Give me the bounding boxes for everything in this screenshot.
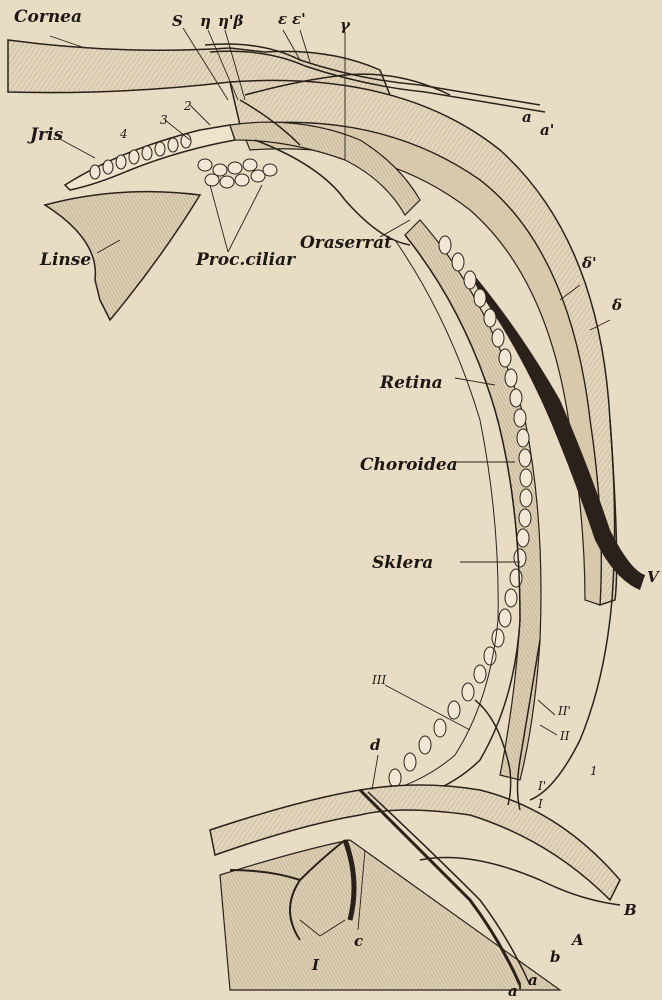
optic-nerve-sheath [220, 840, 560, 990]
label-linse: Linse [39, 250, 91, 270]
label-c: c [354, 932, 363, 950]
label-III: III [371, 673, 386, 687]
label-delta-prime: δ' [581, 254, 597, 272]
label-ora-serrat: Oraserrat [300, 233, 392, 253]
label-d: d [370, 736, 381, 754]
label-choroidea: Choroidea [360, 455, 458, 475]
label-sklera: Sklera [372, 553, 433, 573]
label-3: 3 [160, 113, 168, 127]
label-retina: Retina [379, 373, 443, 393]
label-a-top: a [522, 108, 532, 126]
label-A: A [570, 931, 584, 949]
label-iris: Jris [27, 125, 63, 145]
label-cornea: Cornea [14, 7, 82, 27]
label-2: 2 [183, 99, 192, 113]
ciliary-process-loops [198, 159, 277, 188]
label-eta: η [200, 12, 211, 30]
label-4: 4 [119, 127, 128, 141]
label-a-prime-top: a' [540, 121, 554, 139]
label-I-small: I [537, 797, 543, 811]
label-epsilon-prime: ε' [292, 10, 306, 28]
label-a-prime-bottom: a' [508, 982, 522, 1000]
choroid-shape [240, 122, 601, 605]
label-a-bottom: a [528, 971, 538, 989]
label-I-bottom: I [311, 956, 320, 974]
label-delta: δ [611, 296, 622, 314]
label-I-prime: I' [537, 779, 546, 793]
label-1: 1 [590, 764, 598, 778]
label-S: S [172, 12, 183, 30]
label-B: B [623, 901, 637, 919]
label-II: II [559, 729, 570, 743]
label-epsilon: ε [278, 10, 287, 28]
label-eta-prime-beta: η'β [218, 12, 243, 30]
label-proc-ciliar: Proc.ciliar [195, 250, 296, 270]
label-II-prime: II' [557, 704, 571, 718]
label-b: b [550, 948, 561, 966]
label-gamma: γ [340, 16, 351, 34]
label-V: V [647, 568, 660, 586]
